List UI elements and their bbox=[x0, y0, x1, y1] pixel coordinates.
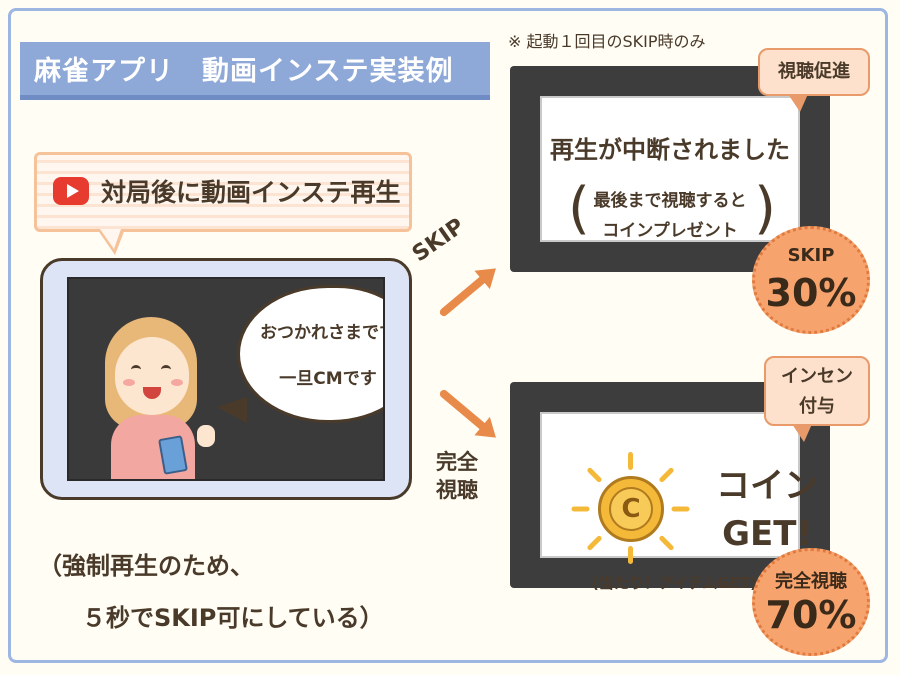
character-cheek-left bbox=[123, 379, 135, 386]
paren-right: ) bbox=[754, 176, 776, 241]
incentive-tag: インセン 付与 bbox=[764, 356, 870, 442]
character-cheek-right bbox=[171, 379, 183, 386]
coin-ray bbox=[571, 506, 590, 512]
skip-rate-stamp: SKIP 30% bbox=[752, 226, 870, 334]
coin-letter: C bbox=[609, 487, 653, 531]
full-view-rate-label: 完全視聴 bbox=[775, 571, 847, 592]
header-bubble: 対局後に動画インステ再生 bbox=[34, 152, 412, 255]
outer-frame bbox=[8, 8, 888, 663]
bottom-note-line-1: （強制再生のため、 bbox=[38, 552, 254, 580]
skip-result-screen: 再生が中断されました ( 最後まで視聴すると コインプレゼント ) bbox=[540, 96, 800, 242]
page-title: 麻雀アプリ 動画インステ実装例 bbox=[20, 42, 490, 100]
tag-tail bbox=[792, 424, 812, 442]
promote-viewing-tag: 視聴促進 bbox=[758, 48, 870, 112]
item-get-text: (当たり！アイテムGET) bbox=[592, 574, 758, 592]
full-view-rate-value: 70% bbox=[765, 593, 857, 637]
incentive-line-1: インセン bbox=[781, 366, 853, 387]
character-eye-right bbox=[161, 365, 171, 374]
skip-rate-label: SKIP bbox=[787, 245, 835, 266]
tag-tail bbox=[788, 94, 808, 112]
coin-get-line-1: コイン bbox=[716, 466, 818, 506]
coin-ray bbox=[586, 466, 603, 484]
character-mouth bbox=[143, 387, 161, 399]
speech-tail bbox=[217, 397, 247, 423]
phone-screen: おつかれさまです 一旦CMです bbox=[67, 277, 385, 481]
coin-ray bbox=[658, 466, 675, 484]
coin-ray bbox=[628, 452, 633, 470]
speech-line-1: おつかれさまです bbox=[260, 323, 385, 343]
full-view-arrow-label: 完全 視聴 bbox=[436, 448, 478, 504]
play-video-icon bbox=[53, 177, 89, 205]
interrupted-message: 再生が中断されました bbox=[550, 136, 790, 164]
coin-present-text: コインプレゼント bbox=[602, 221, 738, 241]
bubble-tail-inner bbox=[100, 229, 121, 249]
coin-ray bbox=[628, 546, 633, 564]
coin-ray bbox=[658, 534, 675, 552]
watch-to-end-text: 最後まで視聴すると bbox=[593, 191, 747, 211]
full-view-rate-stamp: 完全視聴 70% bbox=[752, 548, 870, 656]
phone-illustration: おつかれさまです 一旦CMです bbox=[40, 258, 412, 500]
full-view-result-panel: C コイン GET! (当たり！アイテムGET) bbox=[510, 382, 830, 592]
speech-bubble: おつかれさまです 一旦CMです bbox=[237, 285, 385, 423]
coin-icon: C bbox=[598, 476, 664, 542]
paren-left: ( bbox=[568, 176, 590, 241]
skip-rate-value: 30% bbox=[765, 271, 857, 315]
coin-get-text: コイン GET! bbox=[712, 462, 822, 558]
coin-get-line-2: GET! bbox=[722, 514, 812, 554]
character-face bbox=[115, 337, 189, 415]
character-eye-left bbox=[131, 365, 141, 374]
promote-viewing-text: 視聴促進 bbox=[778, 61, 850, 82]
speech-line-2: 一旦CMです bbox=[279, 369, 377, 389]
full-view-label-line-2: 視聴 bbox=[436, 478, 478, 502]
first-skip-note: ※ 起動１回目のSKIP時のみ bbox=[508, 32, 706, 51]
full-view-label-line-1: 完全 bbox=[436, 450, 478, 474]
character-hand bbox=[197, 425, 215, 447]
bottom-note-line-2: ５秒でSKIP可にしている） bbox=[82, 604, 384, 632]
header-text: 対局後に動画インステ再生 bbox=[101, 178, 401, 207]
incentive-line-2: 付与 bbox=[799, 396, 835, 417]
coin-ray bbox=[586, 534, 603, 552]
full-view-result-screen: C コイン GET! (当たり！アイテムGET) bbox=[540, 412, 818, 592]
coin-ray bbox=[671, 506, 690, 512]
